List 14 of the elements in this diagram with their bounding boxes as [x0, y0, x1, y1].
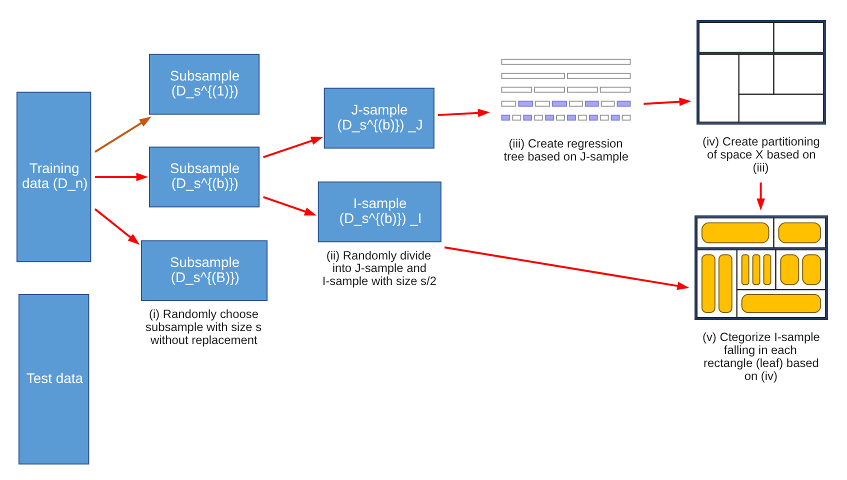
arrow — [94, 116, 151, 153]
node-label: (v) Ctegorize I-sample falling in each rectangle (leaf) based on (iv) — [702, 330, 820, 383]
node-label: (iv) Create partitioning of space X based on (iii) — [702, 134, 820, 175]
node-label: (i) Randomly choose subsample with size s without replacement — [145, 307, 262, 347]
arrow — [262, 136, 323, 158]
arrow — [94, 172, 148, 182]
arrow — [444, 246, 689, 290]
arrow — [94, 208, 140, 245]
node-label: (iii) Create regression tree based on J-sample — [503, 136, 628, 164]
arrow — [262, 196, 316, 216]
arrow — [437, 108, 490, 118]
arrow — [643, 98, 691, 106]
arrow — [756, 182, 764, 211]
node-label: (ii) Randomly divide into J-sample and I-sample with size s/2 — [322, 248, 436, 288]
